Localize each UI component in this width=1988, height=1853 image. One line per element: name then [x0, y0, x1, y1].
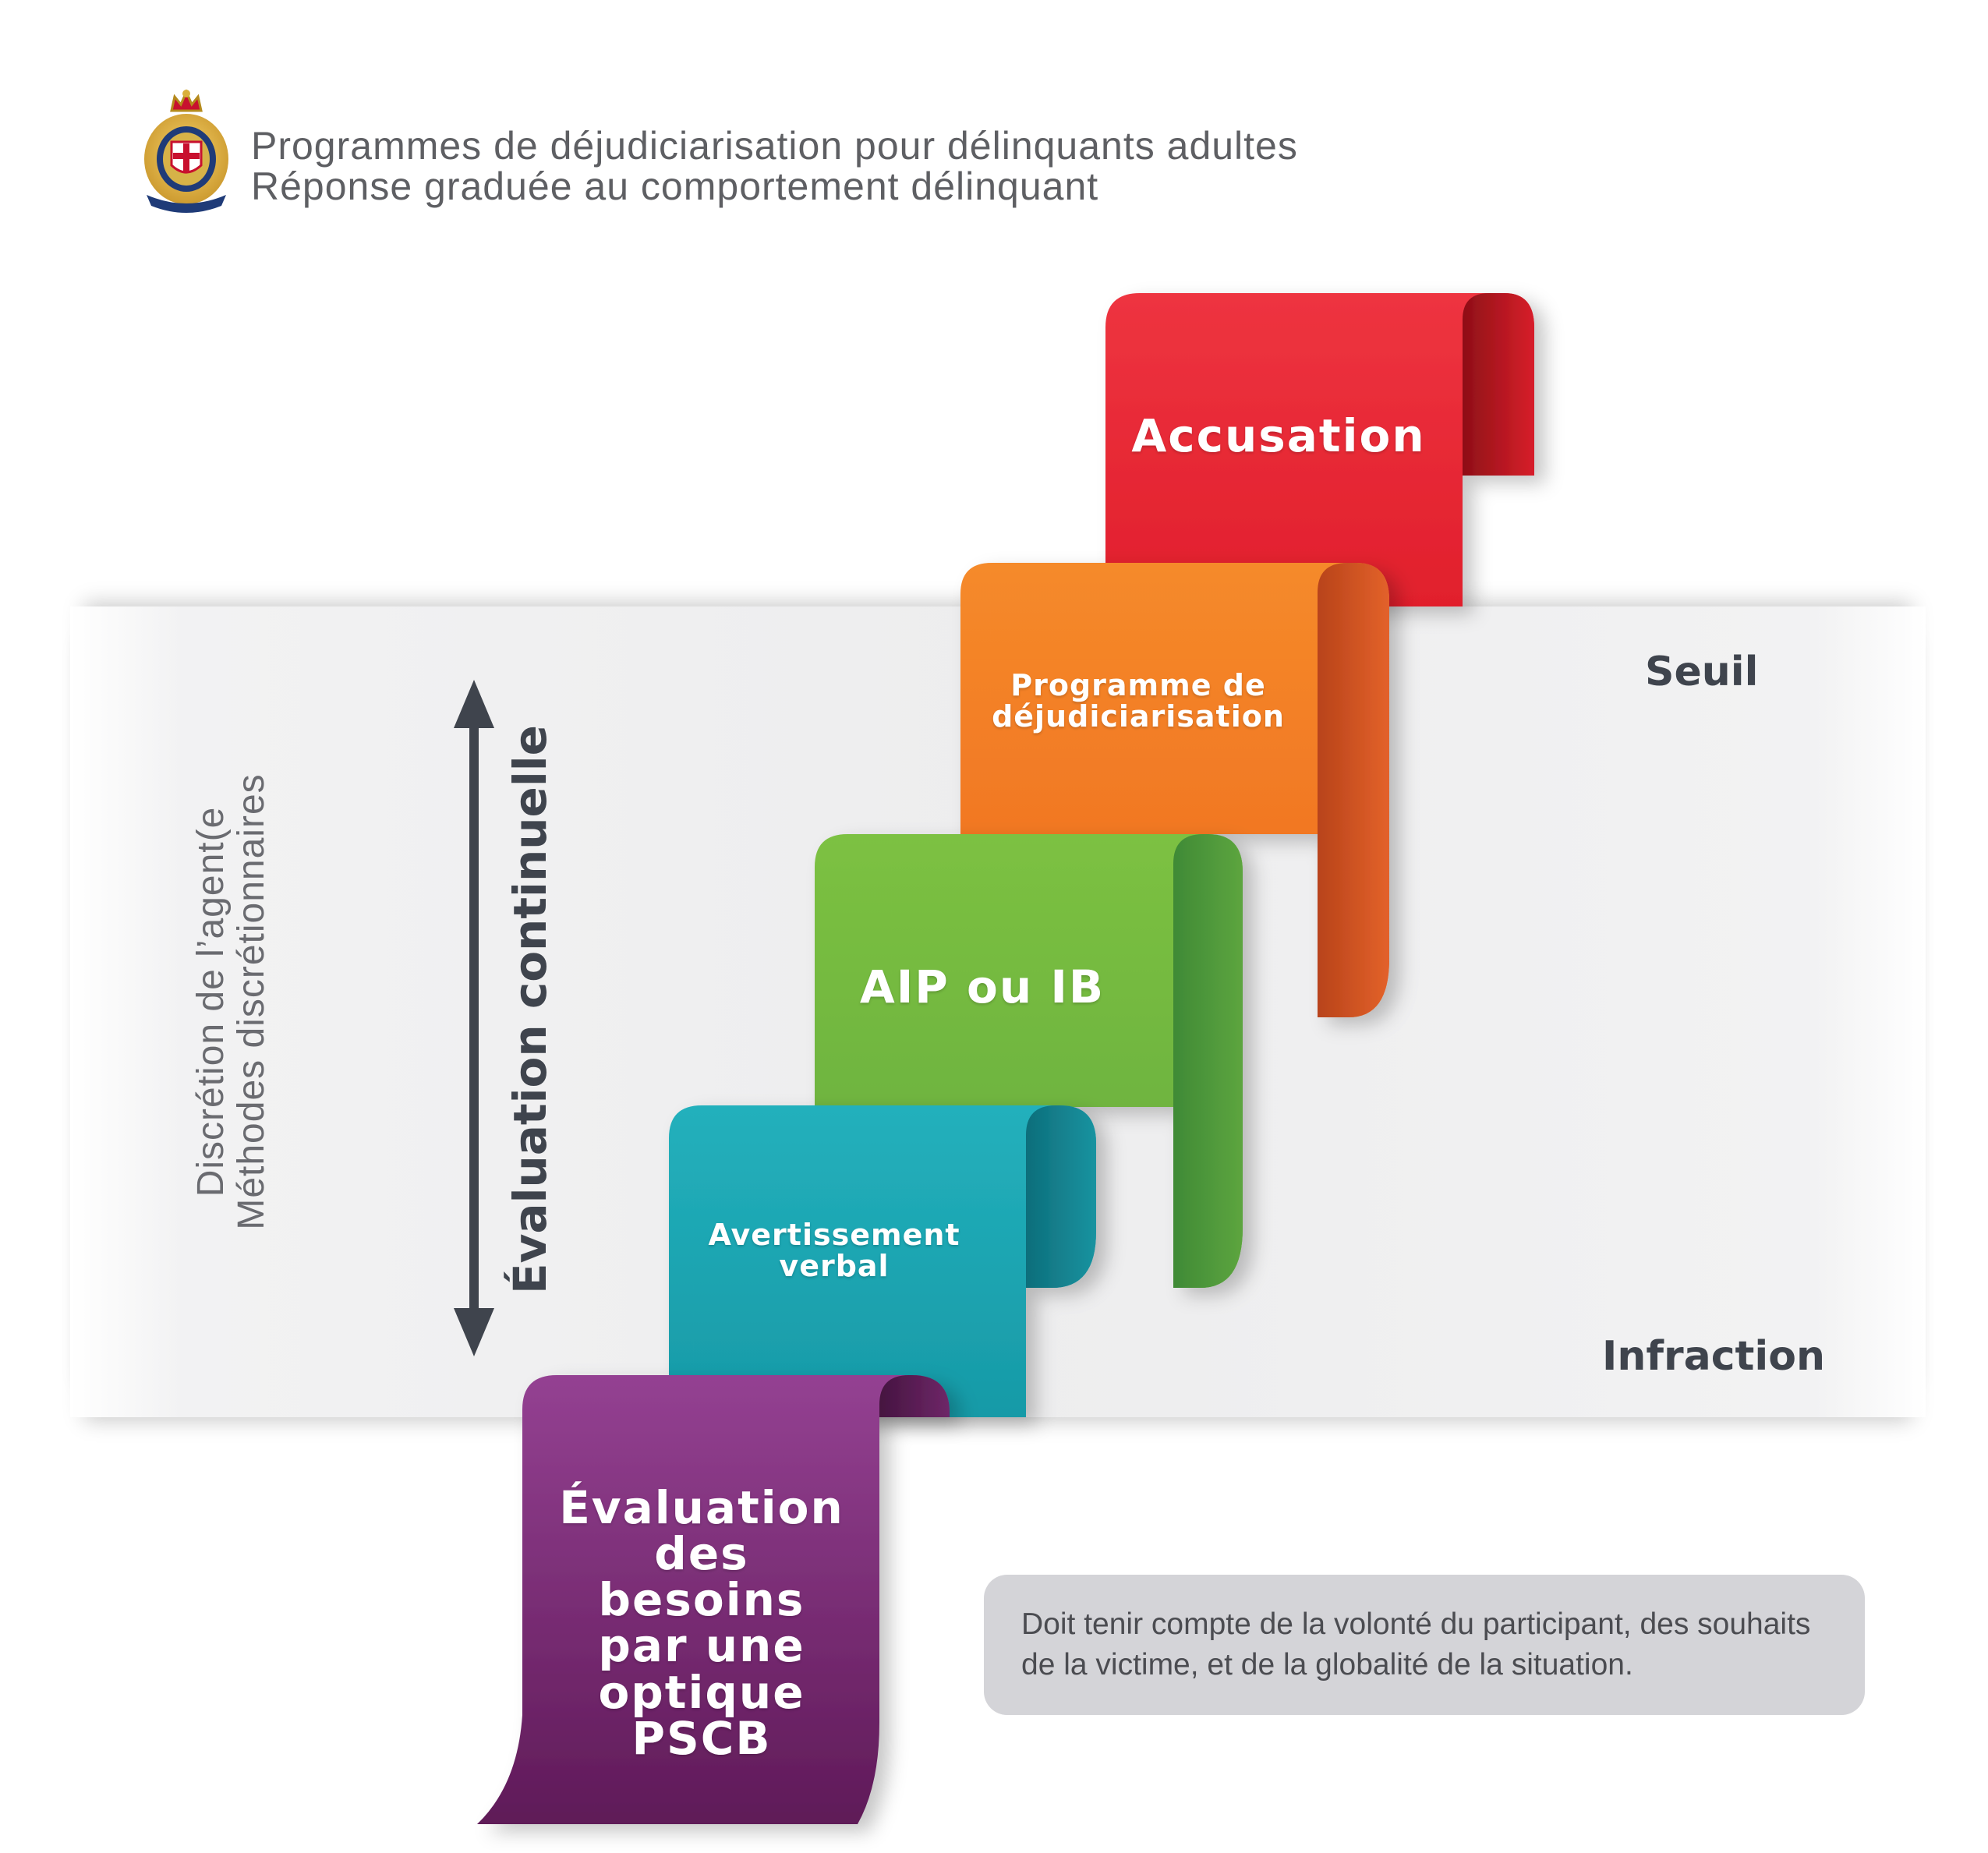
step-avertissement: [669, 1105, 1096, 1417]
step-label-avertissement: Avertissement verbal: [670, 1218, 998, 1283]
step-label-evaluation-line: PSCB: [631, 1711, 772, 1765]
discretion-line-1: Discrétion de l’agent(e: [190, 806, 232, 1197]
title-line-2: Réponse graduée au comportement délinqua…: [251, 164, 1099, 208]
threshold-label-infraction: Infraction: [1602, 1333, 1825, 1380]
police-crest-icon: [144, 89, 228, 213]
step-label-aip: AIP ou IB: [859, 960, 1105, 1013]
threshold-label-seuil: Seuil: [1645, 649, 1759, 695]
continuous-evaluation-label: Évaluation continuelle: [504, 725, 557, 1294]
officer-discretion-label: Discrétion de l’agent(e Méthodes discrét…: [190, 744, 277, 1259]
step-label-avertissement-line2: verbal: [779, 1248, 890, 1283]
step-programme: [960, 563, 1389, 1017]
step-label-evaluation-line: Évaluation: [559, 1481, 844, 1534]
step-evaluation: [477, 1375, 950, 1824]
title-line-1: Programmes de déjudiciarisation pour dél…: [251, 124, 1298, 168]
step-label-evaluation-line: optique: [598, 1665, 805, 1719]
step-label-evaluation-line: par une: [598, 1619, 805, 1673]
step-label-evaluation: Évaluation des besoins par une optique P…: [530, 1481, 873, 1765]
step-label-programme-line1: Programme de: [1010, 668, 1266, 702]
step-label-accusation: Accusation: [1131, 409, 1426, 462]
step-label-programme-line2: déjudiciarisation: [992, 698, 1285, 734]
discretion-line-2: Méthodes discrétionnaires: [231, 773, 272, 1230]
note-text: Doit tenir compte de la volonté du parti…: [1021, 1607, 1811, 1681]
step-label-evaluation-line: besoins: [598, 1573, 805, 1627]
step-label-programme: Programme de déjudiciarisation: [967, 670, 1310, 733]
step-label-evaluation-line: des: [654, 1527, 749, 1581]
step-accusation: [1105, 293, 1534, 606]
double-headed-vertical-arrow-icon: [454, 680, 494, 1356]
step-aip: [815, 834, 1243, 1288]
note-box: Doit tenir compte de la volonté du parti…: [984, 1575, 1865, 1715]
step-label-avertissement-line1: Avertissement: [708, 1218, 960, 1252]
